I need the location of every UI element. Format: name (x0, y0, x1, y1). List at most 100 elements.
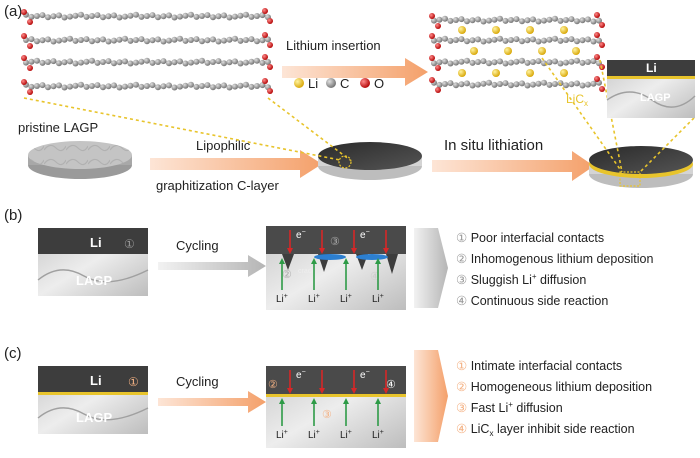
carbon-atom (458, 81, 465, 88)
carbon-atom (45, 59, 51, 65)
oxygen-atom (435, 87, 441, 93)
carbon-atom (204, 12, 211, 19)
carbon-atom (248, 13, 255, 20)
graphite-layer-structure (21, 8, 273, 95)
carbon-atom (215, 58, 222, 65)
b-marker-3-image: ③ (330, 236, 340, 248)
carbon-atom (56, 60, 62, 67)
carbon-atom (155, 36, 161, 43)
carbon-atom (453, 82, 459, 89)
carbon-atom (237, 60, 244, 67)
carbon-atom (72, 82, 79, 89)
carbon-atom (491, 59, 498, 66)
carbon-atom (199, 83, 205, 89)
carbon-atom (546, 81, 553, 88)
carbon-atom (89, 57, 95, 64)
carbon-atom (552, 58, 558, 65)
carbon-atom (541, 79, 547, 86)
carbon-atom (83, 83, 90, 90)
oxygen-atom (599, 42, 605, 48)
carbon-atom (574, 80, 580, 87)
carbon-atom (546, 36, 553, 43)
licx-label: LiCx (566, 92, 588, 108)
carbon-atom (204, 37, 211, 44)
carbon-atom (45, 36, 51, 43)
carbon-atom (464, 18, 470, 25)
carbon-atom (127, 12, 134, 19)
carbon-atom (458, 36, 465, 43)
carbon-atom (464, 80, 470, 87)
carbon-atom (149, 37, 156, 44)
carbon-atom (89, 83, 95, 89)
carbon-atom (61, 84, 68, 91)
oxygen-atom (267, 88, 273, 94)
carbon-atom (100, 84, 106, 91)
carbon-atom (193, 13, 200, 20)
carbon-atom (226, 84, 233, 91)
carbon-atom (480, 18, 487, 25)
carbon-atom (199, 13, 205, 19)
lithiated-disk (589, 146, 693, 188)
carbon-atom (486, 17, 492, 24)
c-atom-icon (326, 78, 336, 88)
lithiation-arrow (432, 151, 594, 181)
lithium-insertion-arrow (282, 58, 428, 86)
li-ion-label: Li+ (276, 429, 288, 441)
carbon-atom (254, 38, 260, 45)
carbon-atom (177, 58, 183, 65)
carbon-atom (585, 81, 591, 88)
carbon-atom (491, 36, 498, 43)
carbon-atom (519, 80, 525, 87)
carbon-atom (469, 17, 476, 24)
carbon-atom (513, 58, 520, 65)
carbon-atom (237, 37, 244, 44)
carbon-atom (265, 36, 271, 43)
lithium-atom (470, 47, 478, 55)
carbon-atom (160, 58, 167, 65)
c-after-cycling: ② ④ ③ (266, 366, 406, 448)
zoom-line-inset-right (639, 117, 695, 173)
oxygen-atom (262, 54, 268, 60)
b-item-2: ② Inhomogenous lithium deposition (456, 252, 654, 266)
carbon-atom (469, 82, 476, 89)
carbon-atom (89, 13, 95, 19)
carbon-atom (50, 83, 57, 90)
carbon-atom (177, 35, 183, 42)
carbon-atom (453, 17, 459, 23)
carbon-atom (45, 84, 51, 91)
carbon-atom (182, 37, 189, 44)
carbon-atom (199, 57, 205, 64)
carbon-atom (45, 14, 51, 21)
carbon-atom (56, 37, 62, 44)
c-marker-4-image: ④ (386, 379, 396, 391)
carbon-atom (193, 36, 200, 43)
carbon-atom (259, 59, 266, 66)
carbon-atom (182, 60, 189, 67)
carbon-atom (67, 83, 73, 90)
carbon-atom (568, 16, 575, 23)
oxygen-atom (21, 33, 27, 39)
carbon-atom (138, 13, 145, 20)
carbon-atom (447, 37, 454, 44)
carbon-atom (491, 16, 498, 23)
c-marker-3-image: ③ (322, 409, 332, 421)
carbon-atom (248, 83, 255, 90)
carbon-atom (232, 13, 238, 20)
carbon-atom (552, 35, 558, 42)
carbon-atom (519, 18, 525, 25)
carbon-atom (105, 83, 112, 90)
inset-lagp-label: LAGP (640, 92, 671, 104)
oxygen-atom (429, 13, 435, 19)
interface-inset: Li LAGP (606, 60, 696, 118)
oxygen-atom (429, 77, 435, 83)
pristine-lagp-label: pristine LAGP (18, 120, 98, 135)
carbon-atom (568, 36, 575, 43)
carbon-atom (513, 16, 520, 23)
carbon-atom (34, 38, 40, 45)
oxygen-atom (435, 43, 441, 49)
lithium-atom (492, 69, 500, 77)
carbon-atom (204, 82, 211, 89)
carbon-atom (111, 60, 117, 67)
coated-lagp-disk (318, 142, 422, 180)
carbon-atom (122, 83, 128, 90)
